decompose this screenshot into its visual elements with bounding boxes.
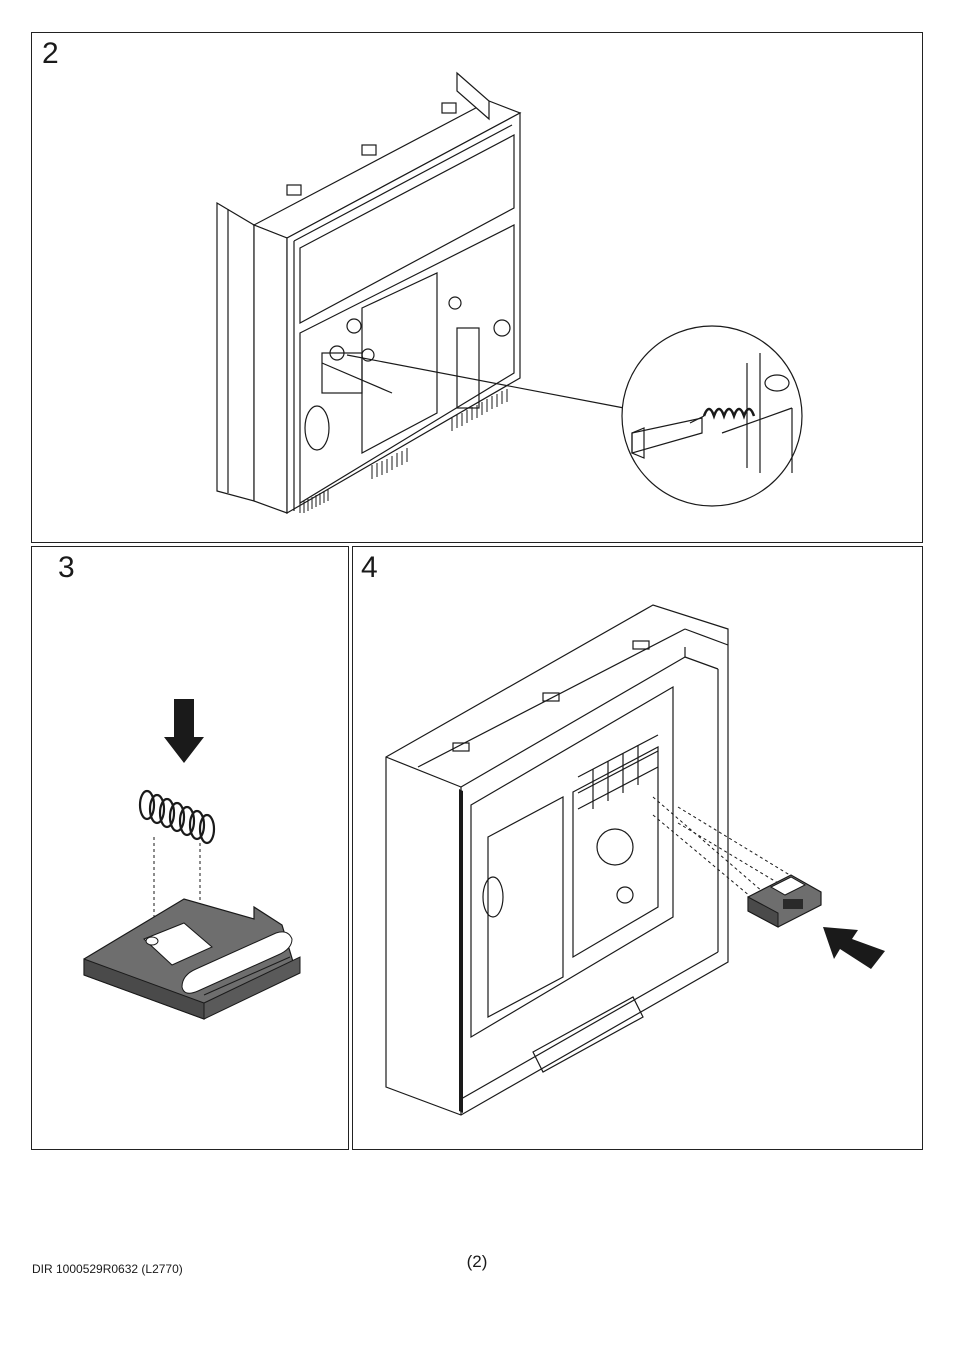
housing-rear-illustration — [353, 547, 922, 1149]
insert-part — [748, 875, 821, 927]
page-number: (2) — [0, 1252, 954, 1272]
panel-step-4: 4 — [352, 546, 923, 1150]
spring-icon — [140, 791, 214, 843]
arrow-down-icon — [164, 699, 204, 763]
panel-step-2: 2 — [31, 32, 923, 543]
slider-plate — [84, 899, 300, 1019]
arrow-diagonal-icon — [823, 927, 885, 969]
spring-insertion-illustration — [32, 547, 348, 1149]
spring-detail-zoom — [622, 326, 802, 506]
device-front-illustration — [32, 33, 922, 542]
panel-step-3: 3 — [31, 546, 349, 1150]
